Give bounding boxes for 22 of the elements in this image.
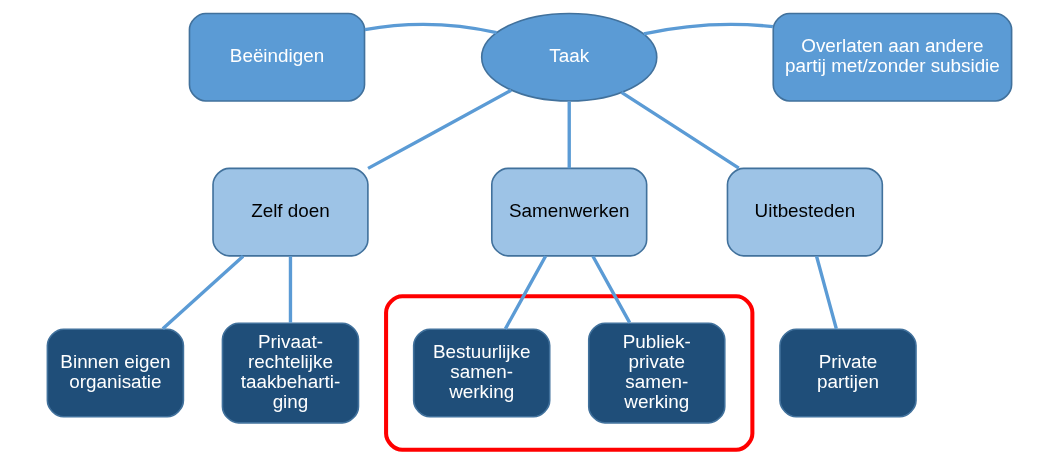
connector	[567, 101, 571, 169]
node-box: Beëindigen	[188, 12, 366, 102]
node-box: Publiek- private samen- werking	[587, 322, 726, 424]
node-box: Uitbesteden	[726, 167, 884, 257]
node-box: Zelf doen	[212, 167, 369, 257]
connector	[591, 255, 632, 324]
node-box: Bestuurlijke samen- werking	[412, 328, 551, 418]
connector	[161, 255, 245, 331]
node-box: Private partijen	[779, 328, 917, 418]
connector	[503, 255, 547, 330]
connector	[367, 88, 512, 170]
node-box: Samenwerken	[491, 167, 648, 257]
connector	[814, 255, 838, 330]
node-box: Overlaten aan andere partij met/zonder subsidie	[772, 12, 1013, 102]
connector	[643, 22, 774, 36]
node-box: Binnen eigen organisatie	[46, 328, 185, 418]
connector	[288, 256, 293, 323]
connector	[364, 22, 497, 35]
connector	[620, 90, 740, 170]
cluster	[384, 294, 755, 452]
node-ellipse: Taak	[480, 12, 658, 102]
node-box: Privaat- rechtelijke taakbeharti- ging	[221, 322, 360, 424]
